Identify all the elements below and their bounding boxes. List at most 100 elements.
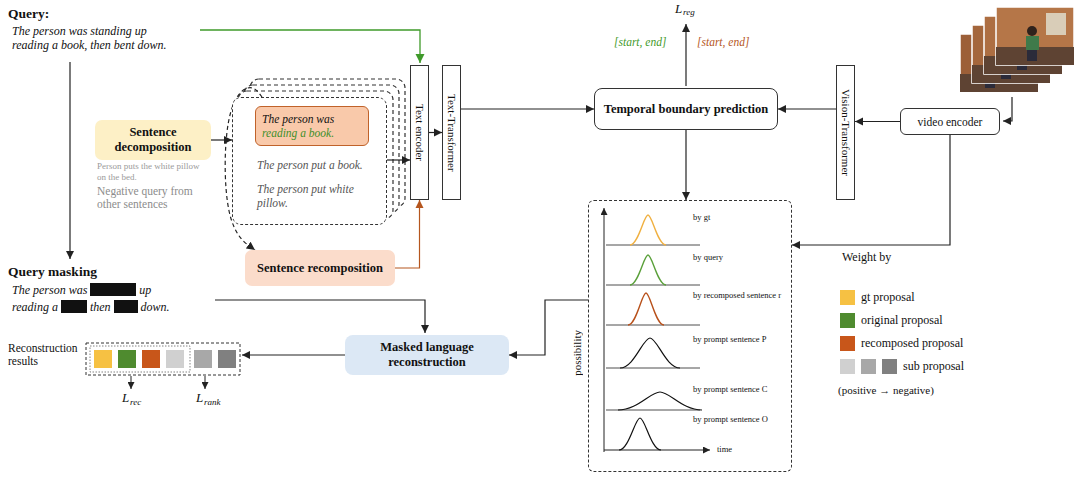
edge-label: Weight by: [842, 250, 891, 265]
legend-swatch: [840, 313, 855, 328]
axis: [604, 208, 605, 452]
connector-arrow: [685, 130, 686, 200]
legend-text: sub proposal: [903, 359, 964, 374]
encoder-box: Text encoder: [410, 65, 429, 200]
masked-line: The person was up: [12, 283, 173, 300]
reconstruction-box: Masked language reconstruction: [345, 335, 509, 375]
reconstruction-arrow: [242, 354, 345, 355]
result-square: [194, 350, 212, 368]
loss-arrow: [685, 24, 686, 86]
curve-label: by query: [693, 253, 723, 262]
connector-arrow: [778, 108, 836, 109]
sub-sentence: The person put white pillow.: [257, 182, 369, 211]
heading-label: Query:: [8, 6, 49, 22]
loss-subscript: reg: [683, 8, 695, 17]
axis-label: possibility: [571, 330, 583, 376]
query-line: [200, 30, 420, 63]
baseline: [606, 245, 700, 410]
mask-bar: [114, 300, 138, 313]
decomposition-box: Sentence decomposition: [95, 120, 211, 160]
sentence-text: reading a book.: [262, 126, 362, 140]
transformer-box: Text-Transformer: [442, 65, 461, 200]
legend-swatch: [840, 336, 855, 351]
masked-query-text: then: [90, 300, 111, 314]
box-label: Vision-Transformer: [840, 89, 852, 176]
query-text: The person was standing up reading a boo…: [12, 24, 177, 53]
loss-symbol: L: [196, 391, 203, 404]
results-label: Reconstruction results: [8, 342, 84, 368]
loss-arrow: [205, 376, 206, 389]
legend-entry: gt proposal: [840, 290, 850, 305]
loss-symbol: L: [122, 391, 129, 404]
result-square: [142, 350, 160, 368]
legend-entry: original proposal: [840, 313, 850, 328]
connector-arrow: [429, 132, 442, 133]
curve-label: by recomposed sentence r: [693, 291, 781, 300]
masked-line: reading a then down.: [12, 300, 173, 317]
distribution-curve: [620, 338, 680, 368]
result-square: [94, 350, 112, 368]
results-group: [90, 346, 190, 372]
legend-text: recomposed proposal: [861, 336, 963, 351]
legend-note: (positive → negative): [838, 384, 934, 396]
masked-query-text: reading a: [12, 300, 58, 314]
mask-bar: [61, 300, 87, 313]
box-label: Text encoder: [414, 104, 426, 161]
masked-query: The person was up reading a then down.: [12, 283, 173, 317]
curve-label: by prompt sentence O: [693, 415, 768, 424]
result-square: [118, 350, 136, 368]
boundary-output: [start, end]: [614, 36, 666, 48]
curve-label: by prompt sentence C: [693, 385, 767, 394]
sub-sentence: The person put a book.: [257, 158, 383, 172]
result-square: [218, 350, 236, 368]
curve-label: by gt: [693, 213, 710, 222]
distribution-panel: by gt by query by recomposed sentence r by …: [588, 200, 792, 472]
loss-subscript: rec: [130, 398, 141, 407]
positive-sentence-box: The person wasreading a book.: [255, 106, 369, 146]
masked-query-text: The person was: [12, 283, 87, 297]
sentence-text: The person was: [262, 112, 362, 126]
loss-subscript: rank: [204, 398, 221, 407]
box-label: Sentence decomposition: [101, 125, 205, 155]
legend-swatch: [840, 290, 855, 305]
box-label: Sentence recomposition: [257, 261, 383, 276]
connector-arrow: [211, 139, 232, 140]
legend-swatch: [861, 359, 876, 374]
distribution-curve: [619, 418, 661, 450]
mask-bar: [90, 283, 136, 296]
box-label: Masked language reconstruction: [351, 340, 503, 370]
boundary-output: [start, end]: [697, 36, 749, 48]
distribution-curve: [630, 255, 666, 285]
masked-query-text: down.: [141, 300, 170, 314]
note-text: Negative query from other sentences: [97, 185, 215, 211]
legend-text: gt proposal: [861, 290, 915, 305]
encoder-box: video encoder: [900, 108, 1000, 135]
curve-label: by prompt sentence P: [693, 335, 766, 344]
negative-query: Person puts the white pillow on the bed.: [97, 161, 209, 183]
box-label: video encoder: [918, 116, 983, 128]
distribution-curve: [630, 215, 666, 245]
connector-arrow: [855, 121, 900, 122]
video-frame: [996, 7, 1074, 65]
frames-arrow: [1003, 97, 1012, 121]
connector-arrow: [461, 108, 594, 109]
box-label: Temporal boundary prediction: [604, 102, 769, 117]
masked-query-arrow: [215, 300, 425, 333]
heading-label: Query masking: [8, 264, 97, 280]
connector-arrow: [395, 200, 420, 268]
recomposition-box: Sentence recomposition: [245, 250, 395, 286]
curve-label: time: [717, 445, 732, 454]
box-label: Text-Transformer: [446, 94, 458, 172]
loss-symbol: L: [675, 2, 682, 15]
legend-swatch: [840, 359, 855, 374]
masked-query-text: up: [139, 283, 151, 297]
query-arrow: [69, 62, 70, 259]
connector-arrow: [792, 135, 950, 245]
connector-arrow: [387, 159, 410, 160]
sentence-card: The person put a book. The person put whi…: [232, 97, 387, 225]
transformer-box: Vision-Transformer: [836, 65, 855, 200]
legend-entry: sub proposal: [840, 359, 850, 374]
legend-entry: recomposed proposal: [840, 336, 850, 351]
legend-text: original proposal: [861, 313, 943, 328]
